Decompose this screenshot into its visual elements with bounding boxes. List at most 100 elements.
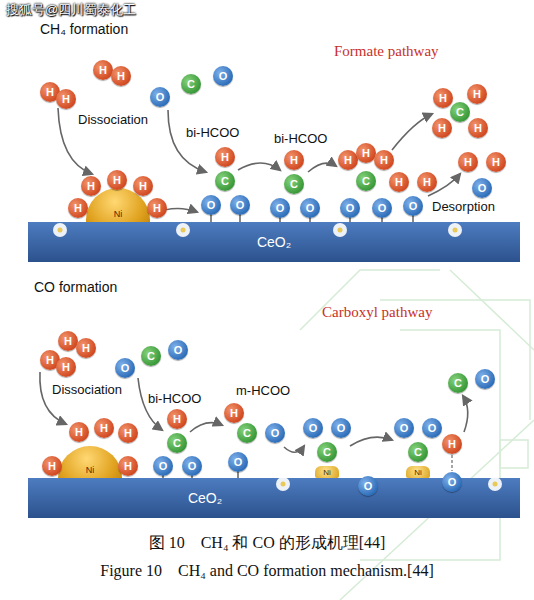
node-text: H <box>344 155 352 166</box>
oxygen-atom: O <box>300 198 320 218</box>
vacancy-symbol <box>53 223 502 491</box>
panel-title: CH₄ formation <box>40 21 128 37</box>
node-text: H <box>117 71 125 82</box>
node-text: H <box>380 155 388 166</box>
oxygen-atom: O <box>475 369 495 389</box>
hydrogen-atom: H <box>433 88 453 108</box>
node-text: C <box>147 351 155 362</box>
species-label: bi-HCOO <box>274 132 327 147</box>
node-text: O <box>306 203 315 214</box>
node-text: H <box>439 93 447 104</box>
oxygen-atom: O <box>422 418 442 438</box>
node-text: O <box>481 374 490 385</box>
oxygen-atom: O <box>213 66 233 86</box>
step-label: Desorption <box>432 200 495 215</box>
node-text: C <box>187 79 195 90</box>
node-text: O <box>271 428 280 439</box>
hydrogen-atom: H <box>93 60 113 80</box>
node-text: C <box>290 179 298 190</box>
node-text: O <box>428 423 437 434</box>
species-label: bi-HCOO <box>148 392 201 407</box>
node-text: C <box>414 447 422 458</box>
node-text: H <box>230 408 238 419</box>
hydrogen-atom: H <box>56 89 76 109</box>
node-text: Ni <box>86 465 95 475</box>
oxygen-atom: O <box>372 198 392 218</box>
node-text: H <box>221 152 229 163</box>
node-text: O <box>121 363 130 374</box>
oxygen-atom: O <box>115 358 135 378</box>
node-text: O <box>378 203 387 214</box>
node-text: C <box>173 438 181 449</box>
hydrogen-atom: H <box>284 150 304 170</box>
node-text: H <box>46 355 54 366</box>
node-text: O <box>156 92 165 103</box>
node-text: H <box>48 461 56 472</box>
hydrogen-atom: H <box>417 172 437 192</box>
node-text: H <box>173 414 181 425</box>
node-text: O <box>276 203 285 214</box>
node-text: O <box>219 71 228 82</box>
oxygen-atom: O <box>270 198 290 218</box>
node-text: O <box>234 457 243 468</box>
carbon-atom: C <box>448 373 468 393</box>
species-label: m-HCOO <box>236 384 290 399</box>
hydrogen-atom: H <box>42 456 62 476</box>
node-text: H <box>62 362 70 373</box>
node-text: C <box>454 378 462 389</box>
hydrogen-atom: H <box>94 418 114 438</box>
oxygen-atom: O <box>265 423 285 443</box>
node-text: H <box>75 427 83 438</box>
hydrogen-atom: H <box>69 422 89 442</box>
oxygen-atom: O <box>340 198 360 218</box>
node-text: H <box>139 181 147 192</box>
carbon-atom: C <box>284 174 304 194</box>
hydrogen-atom: H <box>133 176 153 196</box>
node-text: CeO₂ <box>257 234 291 250</box>
oxygen-atom: O <box>394 418 414 438</box>
node-text: O <box>309 423 318 434</box>
node-text: H <box>82 343 90 354</box>
hydrogen-atom: H <box>374 150 394 170</box>
step-label: Dissociation <box>52 383 122 398</box>
node-text: O <box>409 201 418 212</box>
node-text: C <box>221 176 229 187</box>
oxygen-atom: O <box>168 340 188 360</box>
hydrogen-atom: H <box>76 338 96 358</box>
hydrogen-atom: H <box>389 172 409 192</box>
node-text: H <box>362 148 370 159</box>
hydrogen-atom: H <box>68 198 88 218</box>
node-text: Ni <box>114 209 123 219</box>
node-text: H <box>100 423 108 434</box>
node-text: H <box>124 428 132 439</box>
species-label: bi-HCOO <box>186 126 239 141</box>
node-text: H <box>99 65 107 76</box>
hydrogen-atom: H <box>81 176 101 196</box>
node-text: H <box>464 157 472 168</box>
oxygen-atom: O <box>228 452 248 472</box>
node-text: O <box>174 345 183 356</box>
oxygen-atom: O <box>358 476 378 496</box>
node-text: O <box>207 200 216 211</box>
node-text: H <box>124 461 132 472</box>
carbon-atom: C <box>181 74 201 94</box>
node-text: H <box>62 94 70 105</box>
node-text: C <box>323 447 331 458</box>
node-text: H <box>290 155 298 166</box>
oxygen-atom: O <box>472 178 492 198</box>
caption: 图 10 CH₄ 和 CO 的形成机理[44] <box>0 533 534 554</box>
hydrogen-atom: H <box>486 152 506 172</box>
hydrogen-atom: H <box>356 143 376 163</box>
carbon-atom: C <box>237 423 257 443</box>
node-text: C <box>456 107 464 118</box>
oxygen-atom: O <box>150 87 170 107</box>
node-text: O <box>236 200 245 211</box>
hydrogen-atom: H <box>467 84 487 104</box>
step-label: Dissociation <box>78 113 148 128</box>
oxygen-atom: O <box>331 418 351 438</box>
hydrogen-atom: H <box>107 170 127 190</box>
hydrogen-atom: H <box>224 403 244 423</box>
hydrogen-atom: H <box>147 198 167 218</box>
oxygen-atom: O <box>182 456 202 476</box>
